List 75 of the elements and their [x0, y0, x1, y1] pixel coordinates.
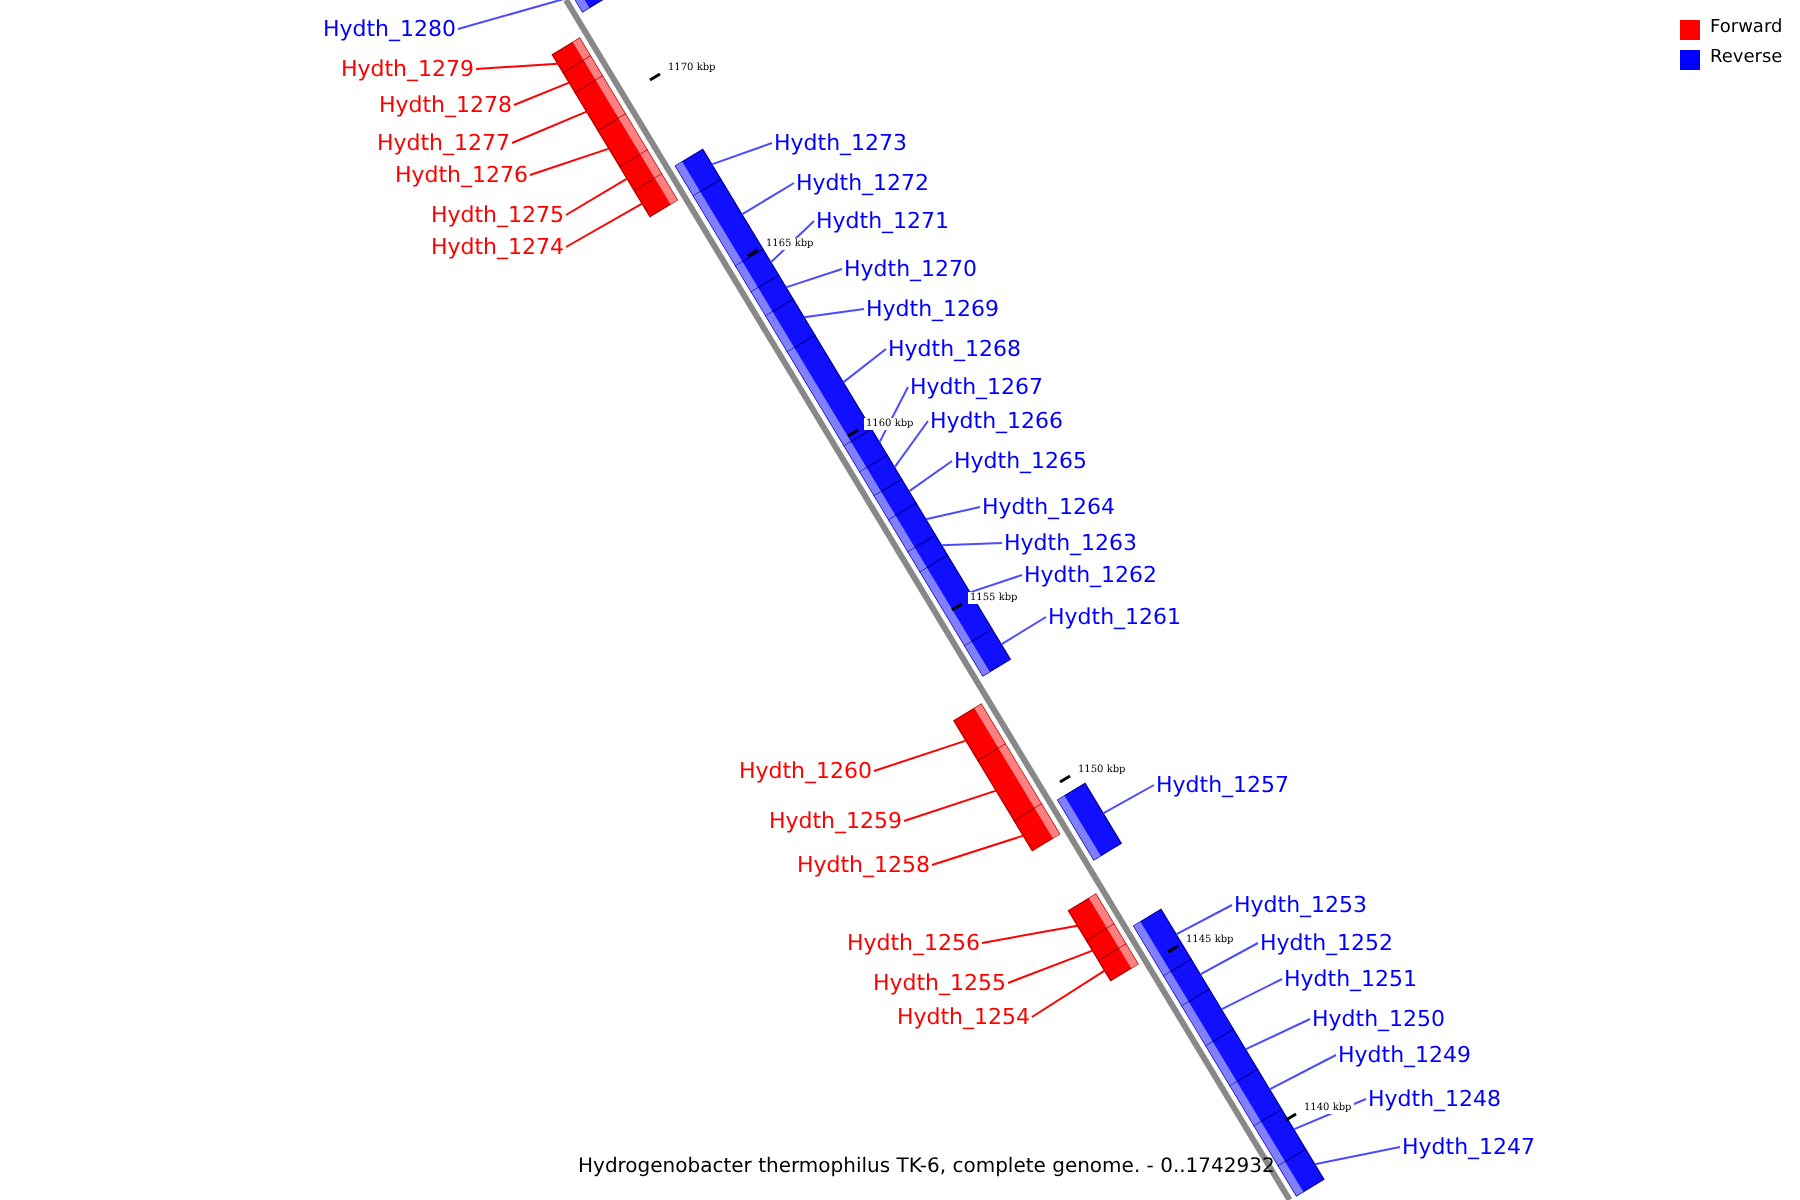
gene-label: Hydth_1270 — [844, 256, 978, 282]
gene-block — [1056, 782, 1123, 861]
gene-label: Hydth_1277 — [376, 130, 510, 156]
leader-line — [1007, 949, 1094, 984]
leader-line — [1313, 1146, 1401, 1166]
gene-label: Hydth_1261 — [1048, 604, 1182, 630]
gene-label: Hydth_1269 — [866, 296, 1000, 322]
gene-label: Hydth_1276 — [394, 162, 528, 188]
leader-line — [785, 268, 843, 289]
gene-label: Hydth_1275 — [430, 202, 564, 228]
leader-line — [931, 834, 1025, 866]
leader-line — [529, 147, 610, 176]
gene-label: Hydth_1255 — [872, 970, 1006, 996]
leader-line — [740, 182, 795, 216]
leader-line — [1031, 969, 1106, 1018]
leader-line — [924, 506, 981, 521]
gene-label: Hydth_1273 — [774, 130, 908, 156]
leader-line — [803, 308, 865, 319]
leader-line — [565, 202, 644, 248]
leader-line — [1000, 616, 1047, 646]
leader-line — [908, 460, 953, 493]
gene-label: Hydth_1272 — [796, 170, 930, 196]
gene-block — [963, 628, 1012, 677]
legend-label: Forward — [1710, 18, 1783, 40]
gene-label: Hydth_1274 — [430, 234, 564, 260]
gene-label: Hydth_1265 — [954, 448, 1088, 474]
gene-block — [1097, 943, 1139, 982]
gene-label: Hydth_1259 — [768, 808, 902, 834]
gene-label: Hydth_1253 — [1234, 892, 1368, 918]
leader-line — [710, 142, 773, 166]
leader-line — [968, 574, 1023, 594]
leader-line — [565, 177, 628, 216]
gene-label: Hydth_1257 — [1156, 772, 1290, 798]
gene-label: Hydth_1267 — [910, 374, 1044, 400]
gene-label: Hydth_1262 — [1024, 562, 1158, 588]
leader-line — [1102, 784, 1155, 815]
gene-label: Hydth_1279 — [340, 56, 474, 82]
gene-block — [692, 178, 764, 267]
leader-line — [1175, 904, 1233, 936]
gene-label: Hydth_1249 — [1338, 1042, 1472, 1068]
gene-label: Hydth_1263 — [1004, 530, 1138, 556]
leader-line — [511, 110, 588, 144]
gene-label: Hydth_1278 — [378, 92, 512, 118]
leader-line — [475, 62, 559, 70]
gene-label: Hydth_1252 — [1260, 930, 1394, 956]
leader-line — [903, 789, 998, 822]
gene-label: Hydth_1280 — [322, 16, 456, 42]
gene-block — [977, 743, 1043, 822]
gene-label: Hydth_1247 — [1402, 1134, 1536, 1160]
gene-label: Hydth_1271 — [816, 208, 950, 234]
gene-label: Hydth_1250 — [1312, 1006, 1446, 1032]
leader-line — [513, 81, 571, 106]
gene-label: Hydth_1258 — [796, 852, 930, 878]
leader-line — [893, 420, 929, 469]
gene-block — [633, 173, 679, 218]
gene-label: Hydth_1251 — [1284, 966, 1418, 992]
gene-label: Hydth_1268 — [888, 336, 1022, 362]
gene-label: Hydth_1256 — [846, 930, 980, 956]
gene-block — [1277, 1148, 1325, 1197]
gene-label: Hydth_1260 — [738, 758, 872, 784]
gene-label: Hydth_1248 — [1368, 1086, 1502, 1112]
leader-line — [1199, 942, 1259, 976]
gene-label: Hydth_1254 — [896, 1004, 1030, 1030]
leader-line — [842, 348, 887, 384]
leader-line — [1220, 978, 1283, 1011]
leader-line — [940, 542, 1003, 547]
leader-line — [981, 924, 1079, 944]
leader-line — [873, 739, 967, 772]
leader-line — [1268, 1054, 1337, 1091]
leader-line — [1244, 1018, 1311, 1051]
caption: Hydrogenobacter thermophilus TK-6, complete genome. - 0..1742932 — [578, 1156, 1275, 1180]
gene-block — [1013, 803, 1061, 852]
gene-label: Hydth_1266 — [930, 408, 1064, 434]
gene-label: Hydth_1264 — [982, 494, 1116, 520]
legend-label: Reverse — [1710, 48, 1783, 70]
